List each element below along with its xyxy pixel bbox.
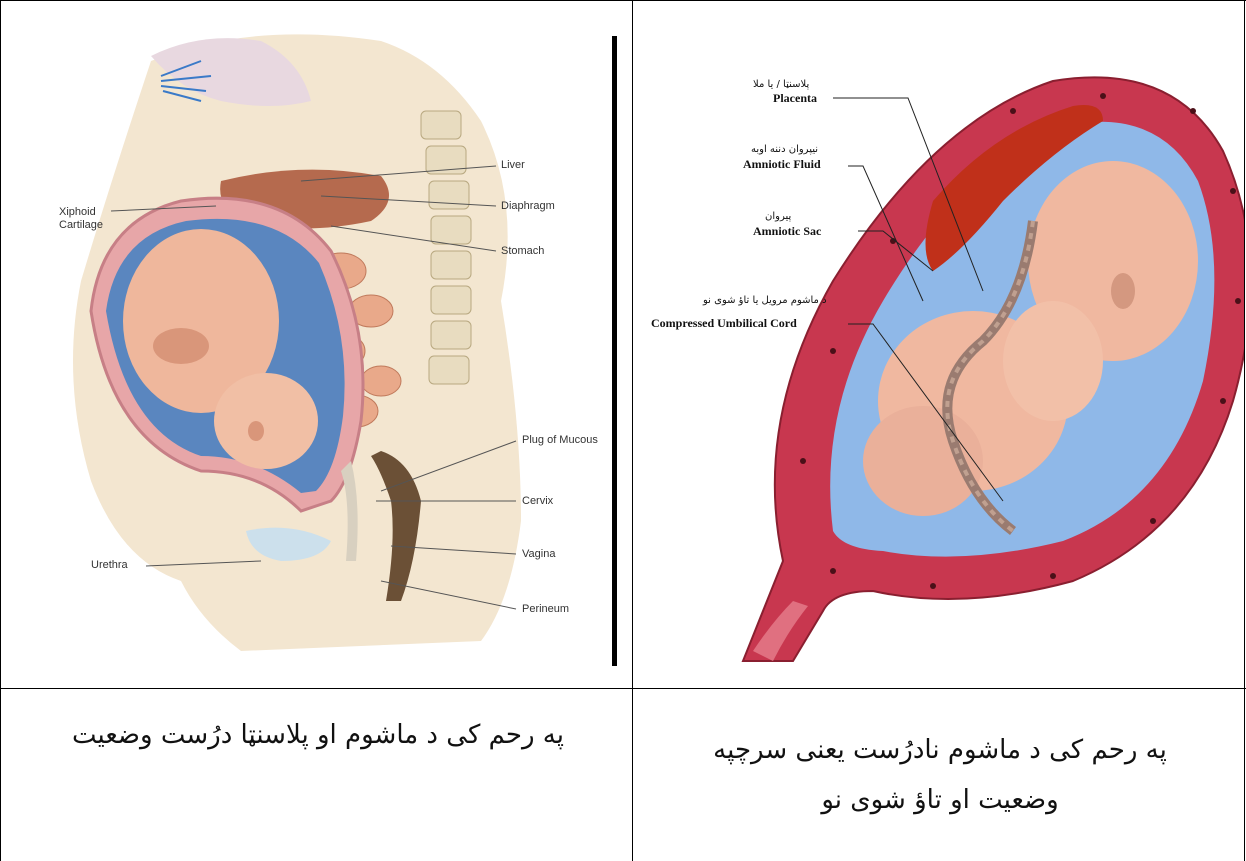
right-caption-line-2: وضعیت او تاؤ شوی نو [640,775,1240,825]
label-placenta: Placenta [773,91,817,106]
label-xiphoid: Xiphoid [59,206,96,218]
fetus-in-uterus-illustration [633,1,1244,688]
label-liver: Liver [501,159,525,171]
label-compressed-umbilical-cord: Compressed Umbilical Cord [651,316,797,331]
label-amniotic-sac-pashto: پیروان [765,211,791,222]
label-diaphragm: Diaphragm [501,200,555,212]
label-perineum: Perineum [522,603,569,615]
right-figure-cell: پلاسنټا / یا ملا Placenta نیپروان دننه ا… [633,1,1244,688]
label-urethra: Urethra [91,559,128,571]
table-border-row [0,688,1246,689]
right-caption-line-1: په رحم کی د ماشوم نادرُست یعنی سرچپه [640,725,1240,775]
label-plug-of-mucous: Plug of Mucous [522,434,614,446]
label-cartilage: Cartilage [59,219,103,231]
label-cervix: Cervix [522,495,553,507]
label-amniotic-fluid-pashto: نیپروان دننه اوبه [751,144,818,155]
label-vagina: Vagina [522,548,555,560]
label-umbilical-cord-pashto: د ماشوم مرویل یا تاؤ شوی نو [703,295,827,306]
label-amniotic-fluid: Amniotic Fluid [743,157,821,172]
table-border-right [1244,0,1245,861]
label-placenta-pashto: پلاسنټا / یا ملا [753,79,809,90]
left-figure-cell: Liver Diaphragm Stomach Xiphoid Cartilag… [1,1,632,688]
pregnancy-cross-section-illustration [1,1,632,688]
label-amniotic-sac: Amniotic Sac [753,224,821,239]
label-stomach: Stomach [501,245,544,257]
left-caption: په رحم کی د ماشوم او پلاسنټا درُست وضعیت [8,710,628,760]
